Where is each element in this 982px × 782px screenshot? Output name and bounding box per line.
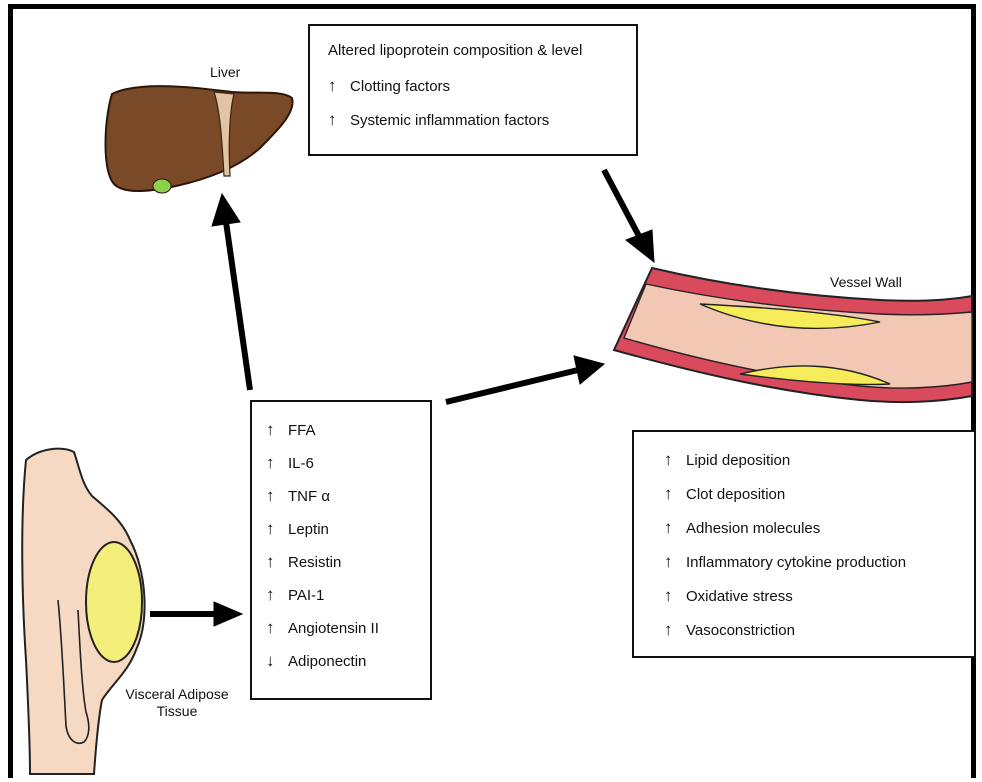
up-arrow-icon: ↑ <box>266 453 288 473</box>
vessel-effect-item: ↑ Adhesion molecules <box>664 518 820 538</box>
arrow-adipose-to-vessel-head <box>574 356 604 384</box>
up-arrow-icon: ↑ <box>664 484 686 504</box>
secretion-text: TNF α <box>288 488 330 505</box>
up-arrow-icon: ↑ <box>266 552 288 572</box>
vessel-effect-item: ↑ Lipid deposition <box>664 450 790 470</box>
up-arrow-icon: ↑ <box>266 486 288 506</box>
arrow-liver-to-vessel <box>604 170 640 238</box>
liver-effect-text: Clotting factors <box>350 78 450 95</box>
secretion-text: Adiponectin <box>288 653 366 670</box>
up-arrow-icon: ↑ <box>664 518 686 538</box>
visceral-adipose-label-line2: Tissue <box>112 703 242 720</box>
up-arrow-icon: ↑ <box>266 618 288 638</box>
vessel-illustration <box>614 268 972 402</box>
up-arrow-icon: ↑ <box>328 110 350 130</box>
down-arrow-icon: ↓ <box>266 651 288 671</box>
vessel-effect-item: ↑ Clot deposition <box>664 484 785 504</box>
liver-effect-item: Altered lipoprotein composition & level <box>328 42 582 59</box>
liver-illustration <box>106 86 293 193</box>
up-arrow-icon: ↑ <box>664 450 686 470</box>
secretion-text: FFA <box>288 422 316 439</box>
up-arrow-icon: ↑ <box>664 620 686 640</box>
adipose-secretions-box: ↑ FFA ↑ IL-6 ↑ TNF α ↑ Leptin ↑ Resistin… <box>250 400 432 700</box>
body-illustration <box>22 449 144 774</box>
vessel-effect-item: ↑ Inflammatory cytokine production <box>664 552 906 572</box>
visceral-adipose-label: Visceral Adipose Tissue <box>112 686 242 720</box>
secretion-item: ↑ Resistin <box>266 552 341 572</box>
secretion-item: ↑ FFA <box>266 420 316 440</box>
arrow-adipose-to-vessel <box>446 370 578 402</box>
secretion-item: ↑ IL-6 <box>266 453 314 473</box>
gallbladder-shape <box>153 179 171 193</box>
up-arrow-icon: ↑ <box>664 586 686 606</box>
liver-shape <box>106 86 293 191</box>
vessel-effect-item: ↑ Vasoconstriction <box>664 620 795 640</box>
visceral-fat-shape <box>86 542 142 662</box>
up-arrow-icon: ↑ <box>266 519 288 539</box>
secretion-text: PAI-1 <box>288 587 324 604</box>
secretion-item: ↓ Adiponectin <box>266 651 366 671</box>
liver-effect-text: Altered lipoprotein composition & level <box>328 42 582 59</box>
secretion-text: IL-6 <box>288 455 314 472</box>
up-arrow-icon: ↑ <box>266 585 288 605</box>
up-arrow-icon: ↑ <box>664 552 686 572</box>
secretion-text: Leptin <box>288 521 329 538</box>
arrow-adipose-to-liver <box>226 222 250 390</box>
vessel-wall-label: Vessel Wall <box>830 274 902 290</box>
liver-effect-text: Systemic inflammation factors <box>350 112 549 129</box>
liver-effects-box: Altered lipoprotein composition & level … <box>308 24 638 156</box>
vessel-effects-box: ↑ Lipid deposition ↑ Clot deposition ↑ A… <box>632 430 976 658</box>
secretion-text: Angiotensin II <box>288 620 379 637</box>
arrow-liver-to-vessel-head <box>626 230 654 262</box>
vessel-effect-text: Inflammatory cytokine production <box>686 554 906 571</box>
up-arrow-icon: ↑ <box>328 76 350 96</box>
arrow-adipose-to-liver-head <box>212 194 240 226</box>
visceral-adipose-label-line1: Visceral Adipose <box>112 686 242 703</box>
arrow-body-to-box-head <box>214 602 242 626</box>
liver-effect-item: ↑ Clotting factors <box>328 76 450 96</box>
vessel-effect-text: Adhesion molecules <box>686 520 820 537</box>
vessel-effect-text: Lipid deposition <box>686 452 790 469</box>
secretion-item: ↑ Angiotensin II <box>266 618 379 638</box>
liver-effect-item: ↑ Systemic inflammation factors <box>328 110 549 130</box>
vessel-effect-text: Vasoconstriction <box>686 622 795 639</box>
secretion-text: Resistin <box>288 554 341 571</box>
vessel-effect-item: ↑ Oxidative stress <box>664 586 793 606</box>
secretion-item: ↑ PAI-1 <box>266 585 324 605</box>
vessel-effect-text: Oxidative stress <box>686 588 793 605</box>
up-arrow-icon: ↑ <box>266 420 288 440</box>
vessel-effect-text: Clot deposition <box>686 486 785 503</box>
secretion-item: ↑ TNF α <box>266 486 330 506</box>
liver-label: Liver <box>210 64 240 80</box>
secretion-item: ↑ Leptin <box>266 519 329 539</box>
